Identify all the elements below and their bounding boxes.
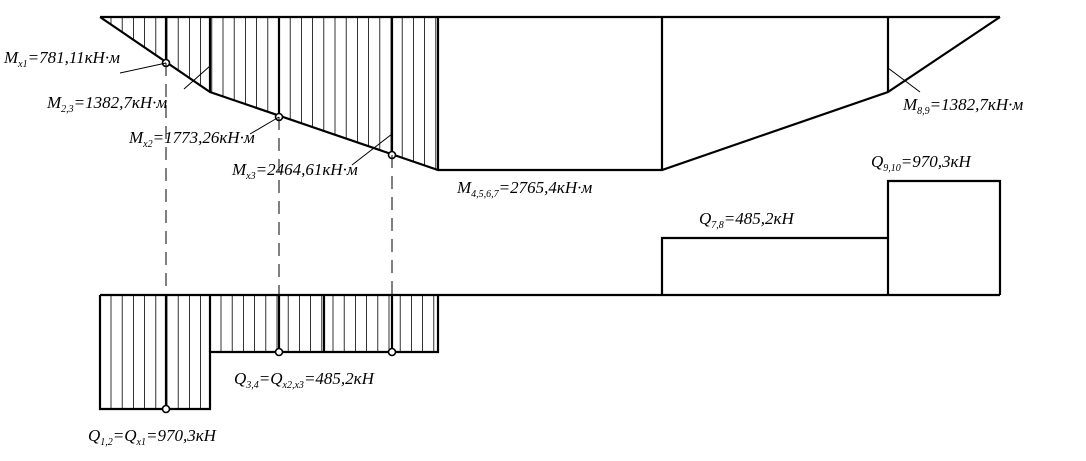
moment-outline xyxy=(99,16,1001,172)
leader-mx1 xyxy=(119,62,167,74)
label-m23: M2,3=1382,7кН·м xyxy=(46,93,167,115)
label-mx1: Mx1=781,11кН·м xyxy=(3,48,120,70)
moment-diagram xyxy=(99,15,1001,172)
shear-positive-outline xyxy=(660,179,1002,295)
leader-m89 xyxy=(887,67,921,93)
label-mx2: Mx2=1773,26кН·м xyxy=(128,128,255,150)
point-x3-shear xyxy=(387,347,397,357)
leader-m23 xyxy=(183,65,211,90)
label-q910: Q9,10=970,3кН xyxy=(871,152,972,174)
label-q34: Q3,4=Qx2,x3=485,2кН xyxy=(234,369,376,391)
leader-mx2 xyxy=(249,116,280,135)
point-x1-shear xyxy=(161,404,171,414)
label-m4567: M4,5,6,7=2765,4кН·м xyxy=(456,178,592,200)
label-q12: Q1,2=Qx1=970,3кН xyxy=(88,426,218,448)
shear-hatching xyxy=(110,295,435,409)
point-x2-shear xyxy=(274,347,284,357)
shear-diagram xyxy=(98,179,1002,414)
label-q78: Q7,8=485,2кН xyxy=(699,209,795,231)
label-m89: M8,9=1382,7кН·м xyxy=(902,95,1023,117)
label-mx3: Mx3=2464,61кН·м xyxy=(231,160,358,182)
leader-mx3 xyxy=(351,133,393,166)
shear-negative-outline xyxy=(98,295,440,411)
projection-lines xyxy=(165,63,393,295)
